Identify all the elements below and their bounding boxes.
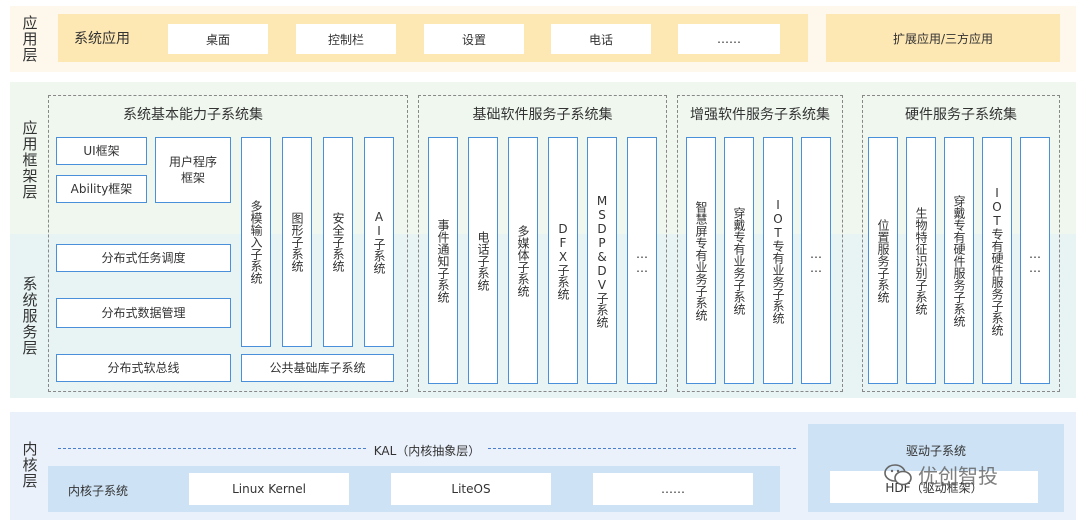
biometrics-box: 生物特征识别子系统 [906,137,936,384]
extension-apps: 扩展应用/三方应用 [826,14,1060,62]
smart-screen-label: 智慧屏专有业务子系统 [694,201,708,321]
multimedia-label: 多媒体子系统 [516,225,530,297]
wearable-service-label: 穿戴专有业务子系统 [732,207,746,315]
layer-label-framework: 应用框架层 [14,100,44,220]
common-base-library-box: 公共基础库子系统 [241,354,394,382]
telephony-box: 电话子系统 [468,137,498,384]
wearable-hardware-box: 穿戴专有硬件服务子系统 [944,137,974,384]
dfx-label: DFX子系统 [556,222,570,300]
graphics-box: 图形子系统 [282,137,312,347]
kernel-subsystem-title: 内核子系统 [68,482,128,499]
layer-label-system-service: 系统服务层 [14,256,44,376]
enhanced-more-label: …… [809,247,823,275]
kernel-more-box: …… [593,473,753,505]
hardware-more-label: …… [1028,247,1042,275]
app-control-bar: 控制栏 [296,24,396,54]
multimodal-input-label: 多模输入子系统 [249,200,263,284]
ai-label: AI子系统 [372,210,386,274]
app-desktop: 桌面 [168,24,268,54]
iot-hardware-box: IOT专有硬件服务子系统 [982,137,1012,384]
dfx-box: DFX子系统 [548,137,578,384]
group-software-title: 基础软件服务子系统集 [418,104,667,124]
hardware-more-box: …… [1020,137,1050,384]
security-box: 安全子系统 [323,137,353,347]
iot-hardware-label: IOT专有硬件服务子系统 [990,186,1004,336]
driver-subsystem-title: 驱动子系统 [808,442,1064,459]
kal-label-wrap: KAL（内核抽象层） [58,440,796,459]
location-box: 位置服务子系统 [868,137,898,384]
wechat-icon [884,463,912,487]
msdp-dv-box: MSDP&DV子系统 [587,137,617,384]
iot-service-label: IOT专有业务子系统 [771,198,785,324]
event-notification-label: 事件通知子系统 [436,219,450,303]
system-apps-title: 系统应用 [74,14,164,62]
wearable-service-box: 穿戴专有业务子系统 [724,137,754,384]
liteos-box: LiteOS [391,473,551,505]
app-more: …… [678,24,780,54]
app-settings: 设置 [424,24,524,54]
watermark-text: 优创智投 [918,460,998,489]
enhanced-more-box: …… [801,137,831,384]
multimodal-input-box: 多模输入子系统 [241,137,271,347]
distributed-data-box: 分布式数据管理 [56,298,231,328]
ai-box: AI子系统 [364,137,394,347]
user-program-framework-box: 用户程序框架 [155,137,231,203]
wearable-hardware-label: 穿戴专有硬件服务子系统 [952,195,966,327]
security-label: 安全子系统 [331,212,345,272]
group-basic-title: 系统基本能力子系统集 [48,104,338,124]
ui-framework-box: UI框架 [56,137,147,165]
software-more-box: …… [627,137,657,384]
group-enhanced-title: 增强软件服务子系统集 [677,104,843,124]
telephony-label: 电话子系统 [476,231,490,291]
event-notification-box: 事件通知子系统 [428,137,458,384]
layer-label-kernel: 内核层 [14,430,44,500]
distributed-softbus-box: 分布式软总线 [56,354,231,382]
msdp-dv-label: MSDP&DV子系统 [595,194,609,328]
multimedia-box: 多媒体子系统 [508,137,538,384]
software-more-label: …… [635,247,649,275]
ability-framework-box: Ability框架 [56,175,147,203]
kal-label: KAL（内核抽象层） [368,444,487,458]
location-label: 位置服务子系统 [876,219,890,303]
iot-service-box: IOT专有业务子系统 [763,137,793,384]
smart-screen-box: 智慧屏专有业务子系统 [686,137,716,384]
distributed-scheduler-box: 分布式任务调度 [56,244,231,272]
linux-kernel-box: Linux Kernel [189,473,349,505]
app-phone: 电话 [551,24,651,54]
layer-label-application: 应用层 [14,8,44,70]
graphics-label: 图形子系统 [290,212,304,272]
biometrics-label: 生物特征识别子系统 [914,207,928,315]
watermark: 优创智投 [884,460,998,489]
group-hardware-title: 硬件服务子系统集 [862,104,1060,124]
